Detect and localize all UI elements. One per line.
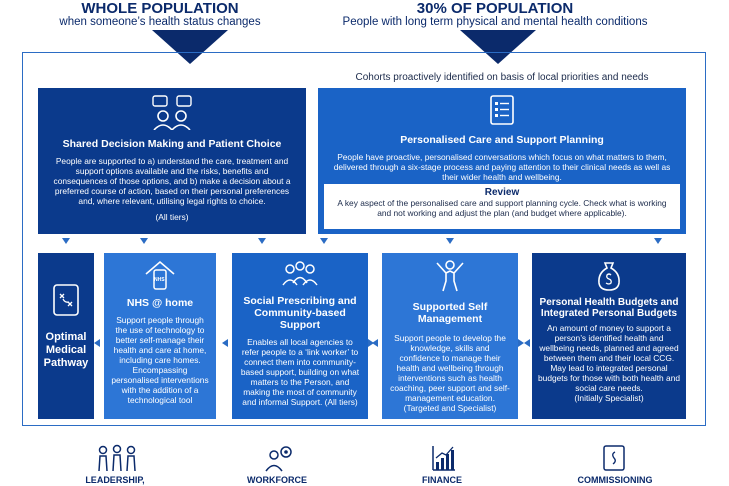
enabler-leadership: LEADERSHIP, xyxy=(85,475,145,485)
health-budgets-text: An amount of money to support a person’s… xyxy=(538,323,681,393)
down-connectors xyxy=(30,236,694,246)
health-budgets-title: Personal Health Budgets and Integrated P… xyxy=(539,297,679,319)
thirty-percent-subtitle: People with long term physical and menta… xyxy=(342,16,648,28)
enabler-finance: FINANCE xyxy=(422,475,462,485)
nhs-icon-label: NHS xyxy=(154,277,165,283)
social-prescribing-title: Social Prescribing and Community-based S… xyxy=(243,295,357,331)
enabler-commissioning: COMMISSIONING xyxy=(577,475,653,485)
health-budgets-tier: (Initially Specialist) xyxy=(574,393,644,403)
social-prescribing-box: Social Prescribing and Community-based S… xyxy=(232,253,368,419)
connector-arrow-1 xyxy=(94,339,100,347)
health-budgets-box: Personal Health Budgets and Integrated P… xyxy=(532,253,686,419)
thirty-percent-pointer xyxy=(460,30,536,64)
nhs-home-title: NHS @ home xyxy=(126,297,194,309)
finance-chart-icon xyxy=(430,444,456,472)
workforce-icon xyxy=(264,446,294,472)
medical-pathway-title: Optimal Medical Pathway xyxy=(43,331,89,369)
money-bag-icon xyxy=(538,259,680,291)
model-frame xyxy=(22,52,706,426)
nhs-home-text: Support people through the use of techno… xyxy=(111,315,209,405)
connector-arrow-3 xyxy=(368,339,374,347)
connector-arrow-6 xyxy=(524,339,530,347)
whole-population-title: WHOLE POPULATION xyxy=(81,0,239,17)
self-management-box: Supported Self Management Support people… xyxy=(382,253,518,419)
shared-decision-box: Shared Decision Making and Patient Choic… xyxy=(38,88,306,234)
connector-arrow-4 xyxy=(372,339,378,347)
connector-arrow-2 xyxy=(222,339,228,347)
thirty-percent-title: 30% OF POPULATION xyxy=(416,0,574,17)
review-title: Review xyxy=(484,187,520,198)
home-phone-icon xyxy=(110,259,210,291)
personalised-care-text: People have proactive, personalised conv… xyxy=(333,152,671,182)
empowered-person-icon xyxy=(390,259,510,293)
shared-decision-title: Shared Decision Making and Patient Choic… xyxy=(62,138,282,150)
community-group-icon xyxy=(238,259,362,287)
shared-decision-tier: (All tiers) xyxy=(155,212,189,222)
medical-pathway-box: Optimal Medical Pathway xyxy=(38,253,94,419)
pathway-tablet-icon xyxy=(40,283,92,317)
commissioning-document-icon xyxy=(602,444,626,472)
review-text: A key aspect of the personalised care an… xyxy=(337,198,667,218)
connector-arrow-5 xyxy=(518,339,524,347)
whole-population-subtitle: when someone’s health status changes xyxy=(59,16,261,28)
review-box: Review A key aspect of the personalised … xyxy=(323,183,681,230)
shared-decision-text: People are supported to a) understand th… xyxy=(53,156,291,206)
personalised-care-title: Personalised Care and Support Planning xyxy=(400,134,604,146)
self-management-text: Support people to develop the knowledge,… xyxy=(390,333,510,413)
self-management-title: Supported Self Management xyxy=(412,301,488,325)
cohorts-caption: Cohorts proactively identified on basis … xyxy=(355,72,649,83)
leadership-people-icon xyxy=(95,444,139,472)
discussion-people-icon xyxy=(48,94,296,130)
care-plan-checklist-icon xyxy=(326,94,678,126)
social-prescribing-text: Enables all local agencies to refer peop… xyxy=(240,337,360,407)
nhs-home-box: NHS NHS @ home Support people through th… xyxy=(104,253,216,419)
enabler-workforce: WORKFORCE xyxy=(247,475,307,485)
whole-population-pointer xyxy=(152,30,228,64)
